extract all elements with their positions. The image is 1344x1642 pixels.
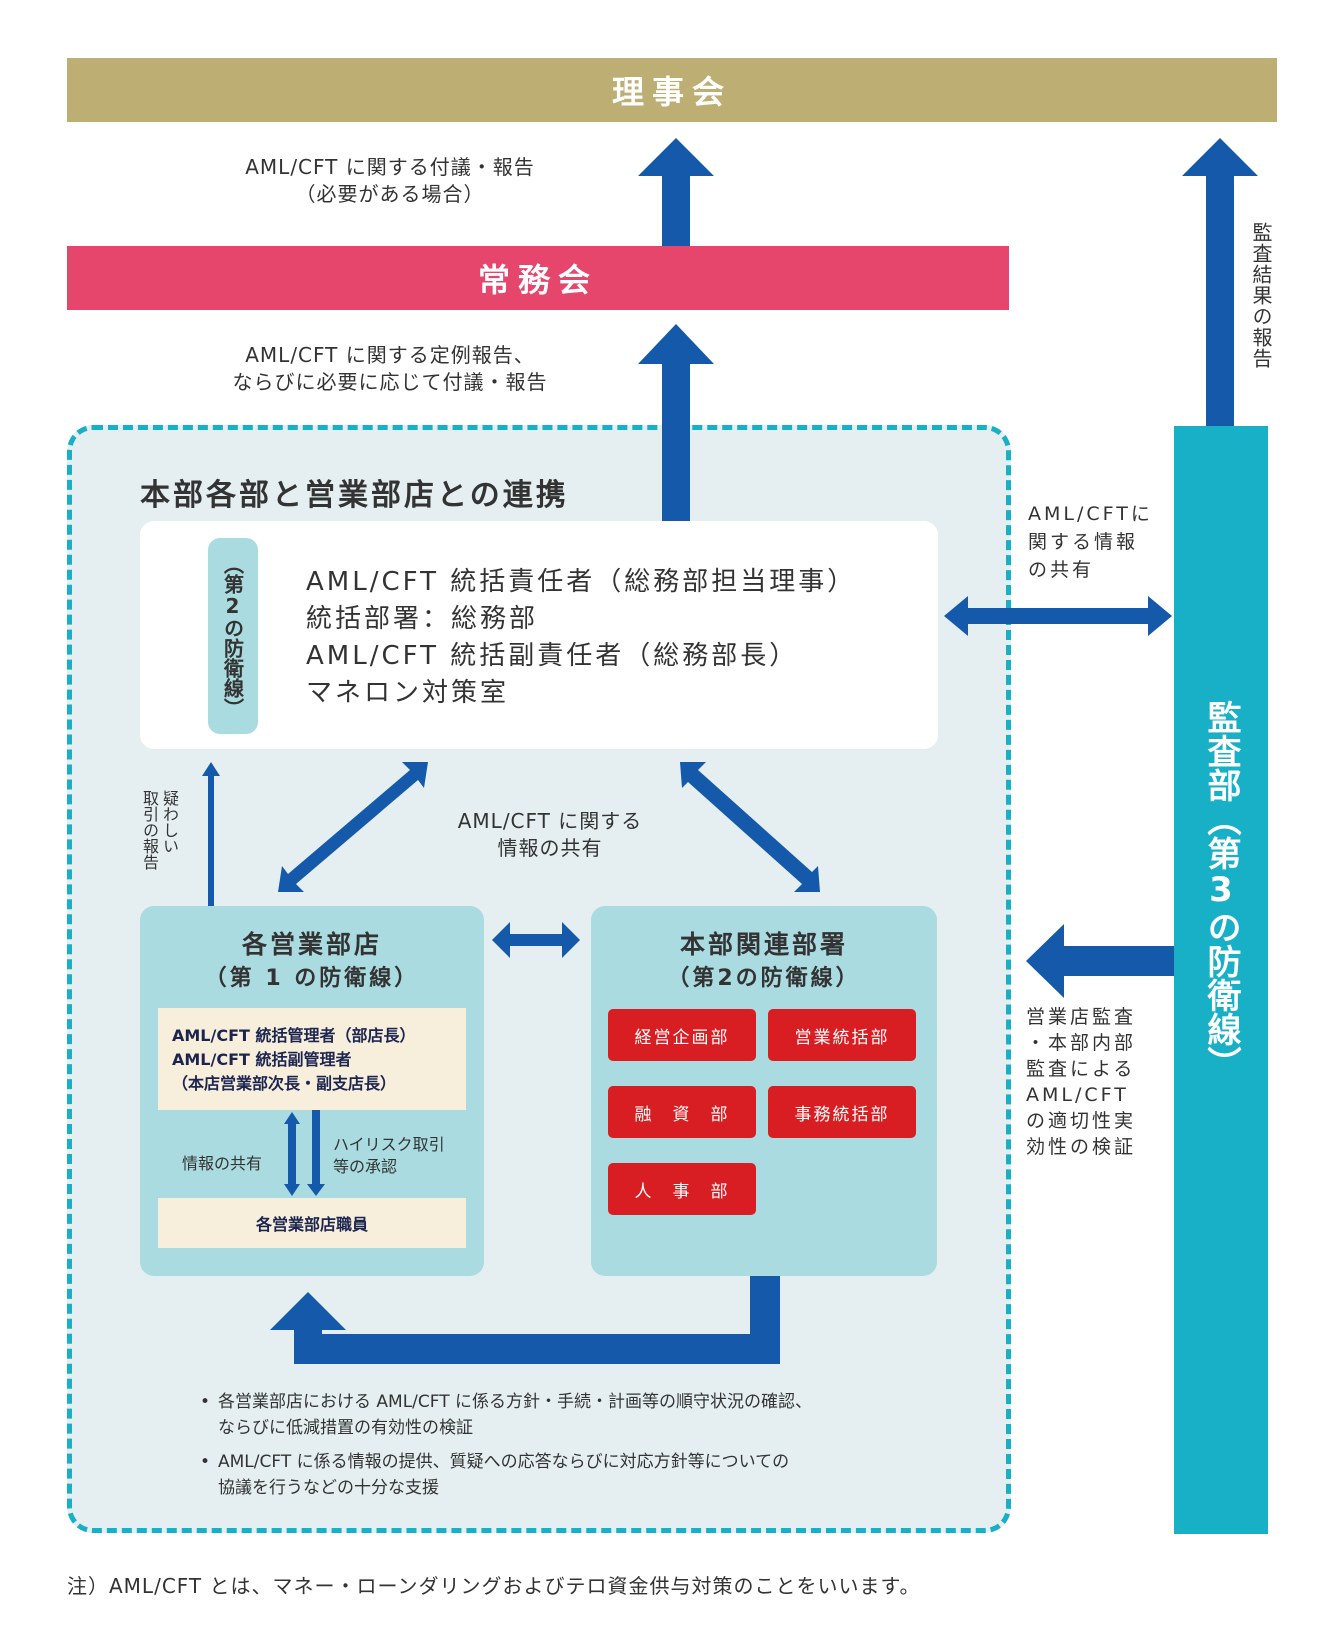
branch-staff-box: 各営業部店職員 <box>158 1198 466 1248</box>
dept-label: 融 資 部 <box>634 1104 730 1125</box>
governance-box <box>140 521 938 749</box>
label-line: ・本部内部 <box>1026 1032 1137 1054</box>
board-of-directors-bar: 理事会 <box>67 58 1277 122</box>
label-line: AML/CFT に関する <box>457 809 643 833</box>
bullet-item: 各営業部店における AML/CFT に係る方針・手続・計画等の順守状況の確認、 … <box>200 1389 812 1441</box>
footnote: 注）AML/CFT とは、マネー・ローンダリングおよびテロ資金供与対策のことをい… <box>67 1574 921 1598</box>
audit-label: 監査部（第3の防衛線） <box>1201 700 1241 1080</box>
label-line: 取引の報告 <box>140 790 159 870</box>
center-share-label: AML/CFT に関する 情報の共有 <box>400 808 700 862</box>
audit-to-board-label: 監査結果の報告 <box>1249 222 1273 369</box>
label-line: ならびに必要に応じて付議・報告 <box>232 370 548 394</box>
arrow-support-loop <box>270 1276 780 1364</box>
bullet-line: ならびに低減措置の有効性の検証 <box>218 1418 473 1438</box>
label-line: ハイリスク取引 <box>333 1135 445 1154</box>
gov-line: 統括部署：総務部 <box>306 604 539 634</box>
dept-label: 営業統括部 <box>794 1027 890 1048</box>
label-line: の適切性実 <box>1026 1110 1137 1132</box>
info-share-audit-label: AML/CFTに 関する情報 の共有 <box>1028 500 1153 584</box>
label-line: 疑わしい <box>160 790 179 854</box>
gov-line: AML/CFT 統括責任者（総務部担当理事） <box>306 567 857 597</box>
audit-verify-label: 営業店監査 ・本部内部 監査による AML/CFT の適切性実 効性の検証 <box>1026 1004 1136 1160</box>
dept-label: 人 事 部 <box>634 1181 730 1202</box>
region-title: 本部各部と営業部店との連携 <box>140 478 569 513</box>
unit-subtitle: （第2の防衛線） <box>667 966 861 991</box>
gov-line: マネロン対策室 <box>306 678 510 708</box>
arrow-diag-left <box>278 762 428 892</box>
arrow-audit-verify <box>1026 924 1174 998</box>
manager-line: AML/CFT 統括副管理者 <box>172 1050 352 1069</box>
suspicious-report-label: 疑わしい 取引の報告 <box>140 790 179 870</box>
arrow-suspicious-report <box>202 762 220 906</box>
board-label: 理事会 <box>611 73 732 111</box>
staff-label: 各営業部店職員 <box>255 1215 368 1234</box>
branch-managers-box: AML/CFT 統括管理者（部店長） AML/CFT 統括副管理者 （本店営業部… <box>158 1008 466 1110</box>
dept-human-resources: 人 事 部 <box>608 1163 756 1215</box>
audit-department-column <box>1174 426 1268 1534</box>
label-line: 監査による <box>1026 1058 1136 1080</box>
bullet-line: 各営業部店における AML/CFT に係る方針・手続・計画等の順守状況の確認、 <box>218 1392 813 1412</box>
dept-corporate-planning: 経営企画部 <box>608 1009 756 1061</box>
region-to-exec-label: AML/CFT に関する定例報告、 ならびに必要に応じて付議・報告 <box>190 342 590 396</box>
label-line: 等の承認 <box>333 1157 398 1176</box>
unit-title: 各営業部店 <box>241 930 382 959</box>
exec-to-board-label: AML/CFT に関する付議・報告 （必要がある場合） <box>190 154 590 208</box>
arrow-audit-to-board <box>1182 138 1258 426</box>
governance-lines: AML/CFT 統括責任者（総務部担当理事） 統括部署：総務部 AML/CFT … <box>306 564 856 712</box>
label-line: AML/CFT <box>1026 1084 1129 1106</box>
branch-info-share-label: 情報の共有 <box>182 1154 263 1173</box>
badge-text: （第2の防衛線） <box>220 554 245 718</box>
dept-finance: 融 資 部 <box>608 1086 756 1138</box>
support-bullets: 各営業部店における AML/CFT に係る方針・手続・計画等の順守状況の確認、 … <box>200 1389 812 1509</box>
arrow-governance-audit <box>944 596 1172 636</box>
high-risk-approval-label: ハイリスク取引 等の承認 <box>333 1134 445 1178</box>
arrow-exec-to-board <box>638 138 714 246</box>
label-line: （必要がある場合） <box>295 182 485 206</box>
dept-operations-management: 事務統括部 <box>768 1086 916 1138</box>
second-line-badge: （第2の防衛線） <box>208 538 258 734</box>
unit-title: 本部関連部署 <box>679 930 848 959</box>
bullet-line: 協議を行うなどの十分な支援 <box>218 1478 439 1498</box>
audit-label-wrap: 監査部（第3の防衛線） <box>1174 700 1268 1160</box>
manager-line: （本店営業部次長・副支店長） <box>172 1074 397 1093</box>
dept-label: 経営企画部 <box>634 1027 730 1048</box>
label-line: 効性の検証 <box>1026 1136 1137 1158</box>
label-line: 情報の共有 <box>497 836 603 860</box>
arrow-region-to-exec <box>638 324 714 521</box>
label-line: AML/CFTに <box>1028 503 1153 525</box>
dept-sales-management: 営業統括部 <box>768 1009 916 1061</box>
label-line: の共有 <box>1028 559 1095 581</box>
arrow-branch-info-share <box>284 1112 300 1196</box>
label-line: AML/CFT に関する定例報告、 <box>245 343 535 367</box>
label-line: 営業店監査 <box>1026 1006 1137 1028</box>
dept-label: 事務統括部 <box>794 1104 890 1125</box>
executive-label: 常務会 <box>477 261 598 299</box>
arrow-diag-right <box>680 762 820 892</box>
hq-title: 本部関連部署 （第2の防衛線） <box>591 928 937 996</box>
gov-line: AML/CFT 統括副責任者（総務部長） <box>306 641 799 671</box>
label-line: AML/CFT に関する付議・報告 <box>245 155 535 179</box>
arrow-units-double <box>492 922 580 958</box>
unit-subtitle: （第 1 の防衛線） <box>204 966 420 991</box>
manager-line: AML/CFT 統括管理者（部店長） <box>172 1026 416 1045</box>
bullet-line: AML/CFT に係る情報の提供、質疑への応答ならびに対応方針等についての <box>218 1452 790 1472</box>
bullet-item: AML/CFT に係る情報の提供、質疑への応答ならびに対応方針等についての 協議… <box>200 1449 812 1501</box>
label-line: 関する情報 <box>1028 531 1139 553</box>
branches-title: 各営業部店 （第 1 の防衛線） <box>140 928 484 996</box>
arrow-branch-approval <box>307 1110 325 1196</box>
executive-committee-bar: 常務会 <box>67 246 1009 310</box>
